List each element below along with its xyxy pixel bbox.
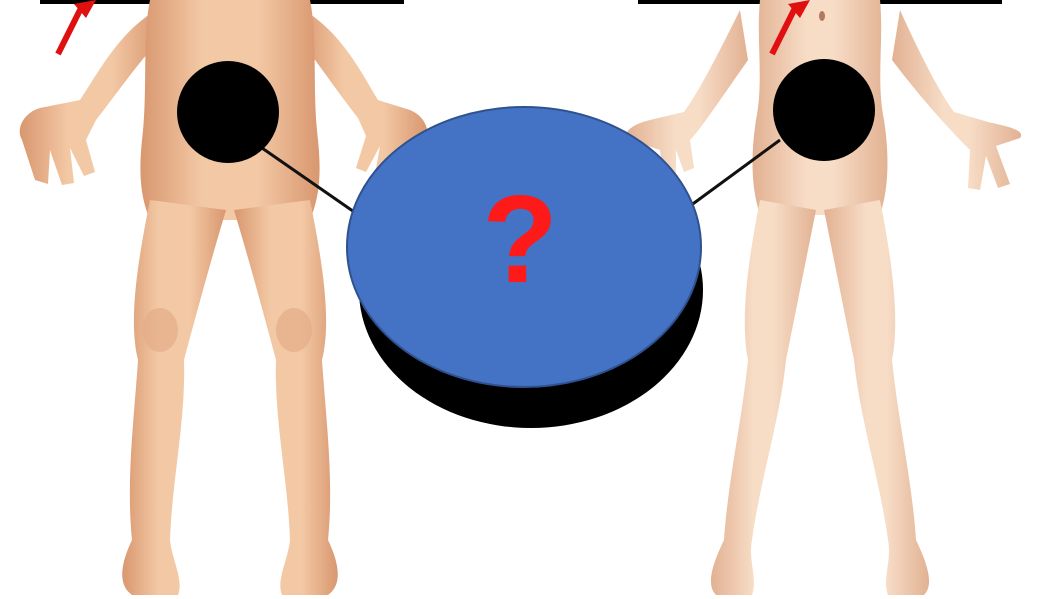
male-censor-circle xyxy=(177,61,279,163)
male-knee-right xyxy=(276,308,312,352)
male-leg-left xyxy=(122,200,226,595)
female-leg-right xyxy=(824,200,929,595)
male-leg-right xyxy=(234,200,338,595)
male-knee-left xyxy=(142,308,178,352)
female-censor-circle xyxy=(773,59,875,161)
male-arm-left xyxy=(20,8,160,185)
female-navel xyxy=(819,11,825,21)
female-arm-right xyxy=(892,10,1021,190)
question-mark: ? xyxy=(440,170,600,310)
female-leg-left xyxy=(711,200,816,595)
male-pointer-arrow xyxy=(58,0,96,54)
